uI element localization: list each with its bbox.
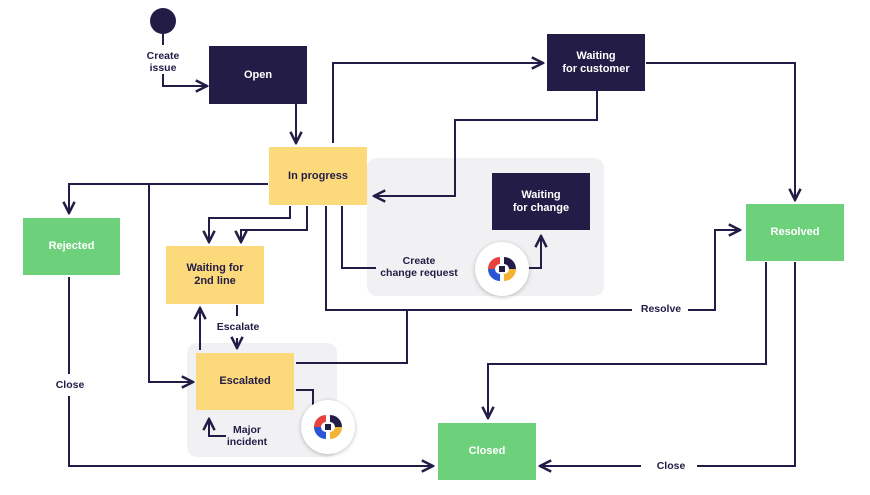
close-left-label: Close xyxy=(48,379,92,391)
open-node[interactable]: Open xyxy=(209,46,307,104)
in-progress-node[interactable]: In progress xyxy=(269,147,367,205)
edge-close-left-to-closed xyxy=(68,396,433,466)
rejected-node[interactable]: Rejected xyxy=(23,218,120,275)
close-right-label: Close xyxy=(646,460,696,472)
edge-resolve-to-resolved xyxy=(688,230,740,311)
edge-waiting-customer-to-resolved xyxy=(646,62,795,200)
escalated-node[interactable]: Escalated xyxy=(196,353,294,410)
edge-inprogress-to-waiting-customer xyxy=(332,63,543,143)
waiting-for-2nd-line-node[interactable]: Waiting for 2nd line xyxy=(166,246,264,304)
edge-escalated-to-inprogress xyxy=(296,310,408,364)
edge-inprogress-to-rejected xyxy=(69,183,268,213)
edge-escalated-major-incident xyxy=(296,389,314,408)
escalate-label: Escalate xyxy=(205,321,271,333)
major-incident-label: Major incident xyxy=(226,424,268,448)
closed-node[interactable]: Closed xyxy=(438,423,536,480)
edge-inprogress-to-2nd-a xyxy=(209,206,291,242)
waiting-for-change-node[interactable]: Waiting for change xyxy=(492,173,590,230)
create-change-request-label: Create change request xyxy=(380,255,458,279)
edge-inprogress-to-escalated xyxy=(148,184,193,382)
edge-inprogress-to-2nd-b xyxy=(241,206,308,242)
edge-create-issue-to-open xyxy=(162,74,207,86)
colorful-circle-logo-icon xyxy=(301,400,355,454)
edge-resolved-to-closed xyxy=(488,262,767,418)
resolve-label: Resolve xyxy=(634,303,688,315)
colorful-circle-logo-icon xyxy=(475,242,529,296)
create-issue-label: Create issue xyxy=(146,50,180,74)
edge-resolved-close xyxy=(697,262,796,467)
edge-inprogress-to-change-request xyxy=(341,206,376,269)
waiting-for-customer-node[interactable]: Waiting for customer xyxy=(547,34,645,91)
edge-change-request-to-waiting-change xyxy=(528,236,541,269)
edge-waiting-customer-to-inprogress xyxy=(374,91,598,196)
resolved-node[interactable]: Resolved xyxy=(746,204,844,261)
edge-major-incident-back xyxy=(209,419,226,437)
edge-inprogress-resolve xyxy=(325,206,632,311)
start-node xyxy=(150,8,176,34)
